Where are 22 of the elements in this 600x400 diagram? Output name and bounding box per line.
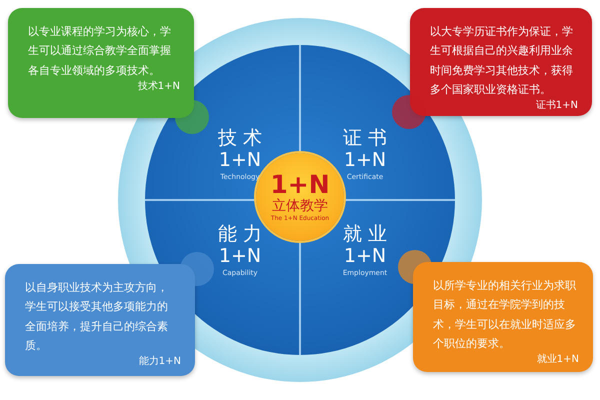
quadrant-title: 证书 [343, 127, 393, 150]
quadrant-formula: 1+N [344, 246, 386, 267]
card-text: 以自身职业技术为主攻方向，学生可以接受其他多项能力的全面培养，提升自己的综合素质。 [25, 280, 169, 354]
card-tag: 证书1+N [536, 99, 578, 112]
text-card [8, 8, 194, 118]
text-card [413, 262, 593, 372]
quadrant-formula: 1+N [218, 150, 262, 171]
center-formula: 1+N [270, 172, 330, 197]
quadrant-title: 能力 [218, 223, 268, 246]
quadrant-formula: 1+N [344, 150, 386, 171]
text-card [5, 264, 195, 376]
quadrant-formula: 1+N [218, 246, 262, 267]
card-text: 以专业课程的学习为核心，学生可以通过综合教学全面掌握各自专业领域的多项技术。 [28, 24, 172, 78]
quadrant-title: 技术 [218, 127, 268, 150]
quadrant-title: 就业 [343, 223, 393, 246]
card-text: 以大专学历证书作为保证，学生可根据自己的兴趣利用业余时间免费学习其他技术，获得多个国家职业资格证书。 [430, 24, 574, 98]
card-text: 以所学专业的相关行业为求职目标，通过在学院学到的技术，学生可以在就业时适应多个职位的要求。 [433, 278, 577, 352]
card-tag: 能力1+N [138, 355, 181, 368]
text-card [410, 8, 592, 116]
card-tag: 就业1+N [536, 353, 579, 366]
card-tag: 技术1+N [138, 80, 180, 93]
center-title: 立体教学 [272, 196, 328, 216]
